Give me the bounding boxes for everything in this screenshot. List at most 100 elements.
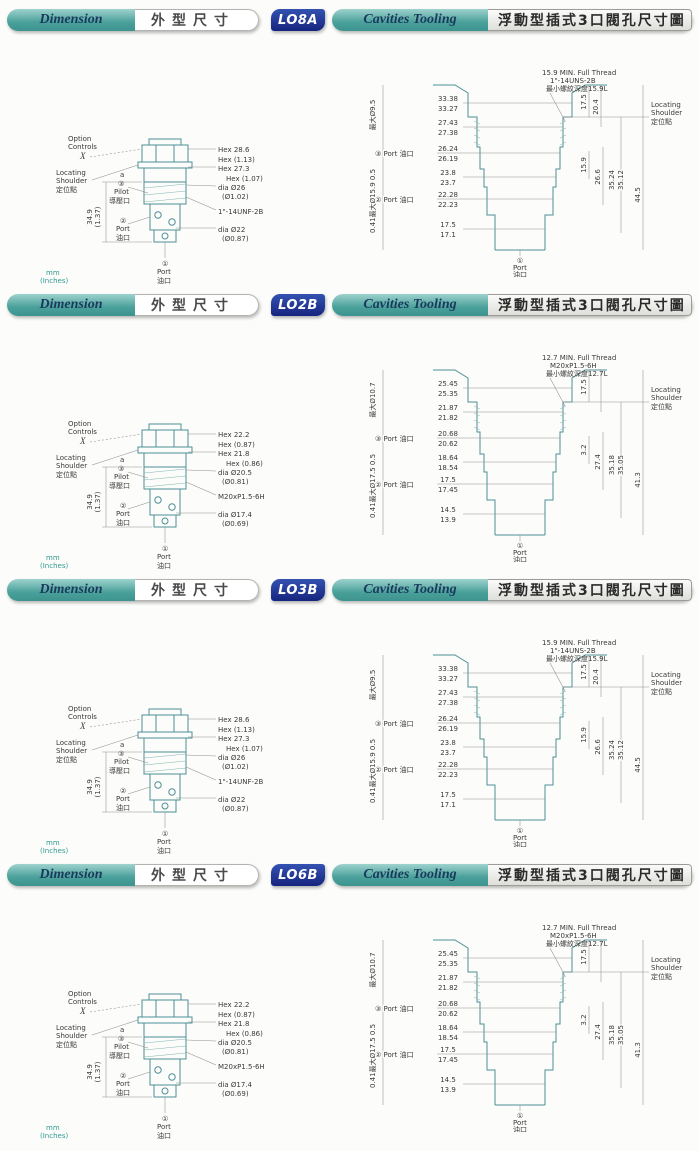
nose-dia-dim-in: (Ø0.87) xyxy=(222,805,249,813)
pilot-port-number: ③ xyxy=(118,180,124,188)
cavities-title: Cavities Tooling xyxy=(332,294,488,316)
min-thread-depth-note-cn: 最小螺紋深度15.9L xyxy=(546,84,608,93)
hex-af-dim-mm: Hex 28.6 xyxy=(218,716,250,724)
depth-dim-4: 26.6 xyxy=(594,169,602,185)
depth-dim-4: 26.6 xyxy=(594,739,602,755)
max-dia-top-note: 最大Ø10.7 xyxy=(368,952,377,987)
hex-af-dim-mm: Hex 28.6 xyxy=(218,146,250,154)
dimension-header-group: Dimension 外型尺寸 xyxy=(7,864,259,886)
locating-shoulder-label-2: Shoulder xyxy=(56,177,87,185)
cavity-port3-label: ③ Port 油口 xyxy=(375,719,414,728)
hex-af-dim-in: Hex (0.87) xyxy=(218,1011,255,1019)
depth-dim-1: 17.5 xyxy=(580,94,588,110)
min-full-thread-note: 12.7 MIN. Full Thread xyxy=(542,924,616,932)
cavity-port1-label-cn: 油口 xyxy=(513,270,527,277)
dimension-title-cn: 外型尺寸 xyxy=(135,579,259,601)
valve-leader-lines xyxy=(89,1003,217,1113)
cavity-port1-number: ① xyxy=(517,827,523,835)
port2-label-cn: 油口 xyxy=(116,518,130,527)
dimension-title: Dimension xyxy=(7,864,135,886)
valve-dimension-drawing: Hex 28.6 Hex (1.13) Hex 27.3 Hex (1.07) … xyxy=(40,705,263,855)
option-controls-label-2: Controls xyxy=(68,428,97,436)
cavity-locating-shoulder-cn: 定位點 xyxy=(651,972,672,981)
valve-leader-lines xyxy=(89,148,217,258)
overall-height-dim-mm: 34.9 xyxy=(86,494,94,510)
bore3-dim-max: 26.24 xyxy=(438,715,459,723)
thread-spec: 1"-14UNF-2B xyxy=(218,208,263,216)
section-header: Dimension 外型尺寸 LO8A Cavities Tooling 浮動型… xyxy=(7,9,692,31)
valve-thread-hatch xyxy=(143,1038,187,1058)
model-section: Dimension 外型尺寸 LO8A Cavities Tooling 浮動型… xyxy=(0,9,699,294)
cavity-thread-spec: 1"-14UNS-2B xyxy=(550,647,596,655)
units-label-inches: (Inches) xyxy=(40,847,68,855)
bore6-dim-max: 14.5 xyxy=(440,1076,456,1084)
port1-label-cn: 油口 xyxy=(157,846,171,855)
cavity-locating-shoulder-1: Locating xyxy=(651,956,681,964)
depth-dim-6: 41.3 xyxy=(634,472,642,488)
bore6-dim-min: 13.9 xyxy=(440,516,456,524)
overall-height-dim-mm: 34.9 xyxy=(86,1064,94,1080)
hex-af-dim-in: Hex (0.87) xyxy=(218,441,255,449)
cavity-tooling-drawing: 12.7 MIN. Full Thread M20xP1.5-6H 最小螺紋深度… xyxy=(367,354,683,562)
cavities-title-cn: 浮動型插式3口閥孔尺寸圖 xyxy=(488,9,692,31)
model-badge: LO8A xyxy=(271,9,325,31)
units-label-mm: mm xyxy=(46,269,60,277)
port1-label-cn: 油口 xyxy=(157,561,171,570)
bore5-dim-min: 22.23 xyxy=(438,201,458,209)
body-dia-dim-mm: dia Ø20.5 xyxy=(218,1039,252,1047)
bore2-dim-max: 27.43 xyxy=(438,119,458,127)
cavity-dim-lines xyxy=(382,655,649,826)
port1-label-cn: 油口 xyxy=(157,276,171,285)
port1-number: ① xyxy=(162,1115,168,1123)
port1-number: ① xyxy=(162,545,168,553)
bore1-dim-min: 33.27 xyxy=(438,675,458,683)
bore3-dim-max: 20.68 xyxy=(438,1000,458,1008)
a-dim-label: a xyxy=(120,741,124,749)
model-badge: LO2B xyxy=(271,294,325,316)
dimension-title-cn: 外型尺寸 xyxy=(135,9,259,31)
overall-height-dim-in: (1.37) xyxy=(94,1061,102,1082)
bore2-dim-max: 21.87 xyxy=(438,404,458,412)
pilot-port-label-cn: 導壓口 xyxy=(109,1051,130,1060)
body-dia-dim-mm: dia Ø26 xyxy=(218,184,246,192)
cavity-locating-shoulder-2: Shoulder xyxy=(651,394,682,402)
valve-dimension-drawing: Hex 22.2 Hex (0.87) Hex 21.8 Hex (0.86) … xyxy=(40,990,265,1140)
cavity-port1-label: Port xyxy=(513,1119,527,1127)
bore6-dim-max: 17.5 xyxy=(440,221,456,229)
cavities-header-group: Cavities Tooling 浮動型插式3口閥孔尺寸圖 xyxy=(332,864,692,886)
depth-dim-5-max: 35.18 xyxy=(608,455,616,475)
body-dia-dim-in: (Ø1.02) xyxy=(222,763,249,771)
model-badge: LO3B xyxy=(271,579,325,601)
locating-shoulder-label-1: Locating xyxy=(56,739,86,747)
cavity-tooling-drawing: 15.9 MIN. Full Thread 1"-14UNS-2B 最小螺紋深度… xyxy=(367,69,683,277)
bore1-dim-max: 25.45 xyxy=(438,380,458,388)
pilot-port-number: ③ xyxy=(118,750,124,758)
hex-af-dim-in: Hex (1.13) xyxy=(218,726,255,734)
hex-af-dim-in: Hex (1.13) xyxy=(218,156,255,164)
depth-dim-5-max: 35.24 xyxy=(608,739,616,760)
cavity-port2-label: ② Port 油口 xyxy=(375,1050,414,1059)
dimension-title-cn: 外型尺寸 xyxy=(135,294,259,316)
pilot-port-label: Pilot xyxy=(114,758,129,766)
dimension-header-group: Dimension 外型尺寸 xyxy=(7,9,259,31)
cavity-port1-label: Port xyxy=(513,264,527,272)
thread-spec: 1"-14UNF-2B xyxy=(218,778,263,786)
nose-dia-dim-in: (Ø0.69) xyxy=(222,520,249,528)
option-controls-label-1: Option xyxy=(68,420,91,428)
bore1-dim-max: 25.45 xyxy=(438,950,458,958)
cavity-locating-shoulder-cn: 定位點 xyxy=(651,687,672,696)
hex2-af-dim-in: Hex (0.86) xyxy=(226,1030,263,1038)
hex-af-dim-mm: Hex 22.2 xyxy=(218,1001,249,1009)
overall-height-dim-mm: 34.9 xyxy=(86,779,94,795)
bore2-dim-min: 27.38 xyxy=(438,129,458,137)
max-dia-bottom-note: 0.41最大Ø15.9 0.5 xyxy=(368,739,377,803)
dimension-header-group: Dimension 外型尺寸 xyxy=(7,579,259,601)
hex2-af-dim-in: Hex (1.07) xyxy=(226,175,263,183)
hex2-af-dim-mm: Hex 21.8 xyxy=(218,1020,249,1028)
bore1-dim-min: 33.27 xyxy=(438,105,458,113)
bore3-dim-max: 20.68 xyxy=(438,430,458,438)
body-dia-dim-mm: dia Ø26 xyxy=(218,754,246,762)
cavity-tooling-drawing: 15.9 MIN. Full Thread 1"-14UNS-2B 最小螺紋深度… xyxy=(367,639,683,847)
bore4-dim-max: 23.8 xyxy=(440,739,456,747)
option-controls-label-2: Controls xyxy=(68,143,97,151)
